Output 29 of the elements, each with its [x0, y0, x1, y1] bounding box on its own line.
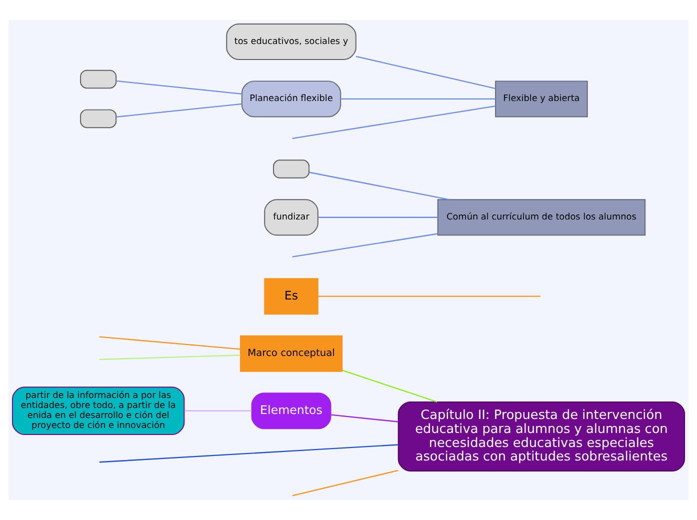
connector [116, 103, 242, 118]
node-box [80, 109, 117, 128]
connector [356, 56, 496, 90]
connector [99, 336, 240, 350]
node-box [80, 70, 117, 89]
node-box: partir de la información a por las entidades, obre todo, a partir de la enida en el desarrollo e ción del proyecto de ción e innovación [12, 386, 185, 435]
connector [292, 233, 438, 258]
connector [116, 80, 242, 95]
connector [292, 470, 398, 496]
node-box: Flexible y abierta [495, 80, 588, 118]
node-box: Común al currículum de todos los alumnos [437, 199, 646, 236]
connector [309, 172, 450, 200]
connector [318, 296, 540, 297]
node-box [273, 160, 310, 178]
connector [292, 106, 496, 139]
connector [99, 354, 240, 360]
node-box: Capítulo II: Propuesta de intervención educativa para alumnos y alumnas con necesidades educativas especiales asociadas con aptitudes sobresalientes [398, 401, 686, 472]
connector [99, 444, 398, 463]
node-box: Planeación flexible [241, 80, 342, 118]
node-box: tos educativos, sociales y [226, 23, 356, 60]
node-box: fundizar [264, 199, 318, 236]
node-box: Es [264, 278, 318, 315]
connector [318, 216, 438, 218]
connector [331, 414, 398, 422]
connector [342, 370, 438, 402]
node-box: Marco conceptual [240, 335, 343, 372]
connector [340, 98, 496, 100]
connector [184, 410, 252, 412]
node-box: Elementos [251, 392, 332, 430]
